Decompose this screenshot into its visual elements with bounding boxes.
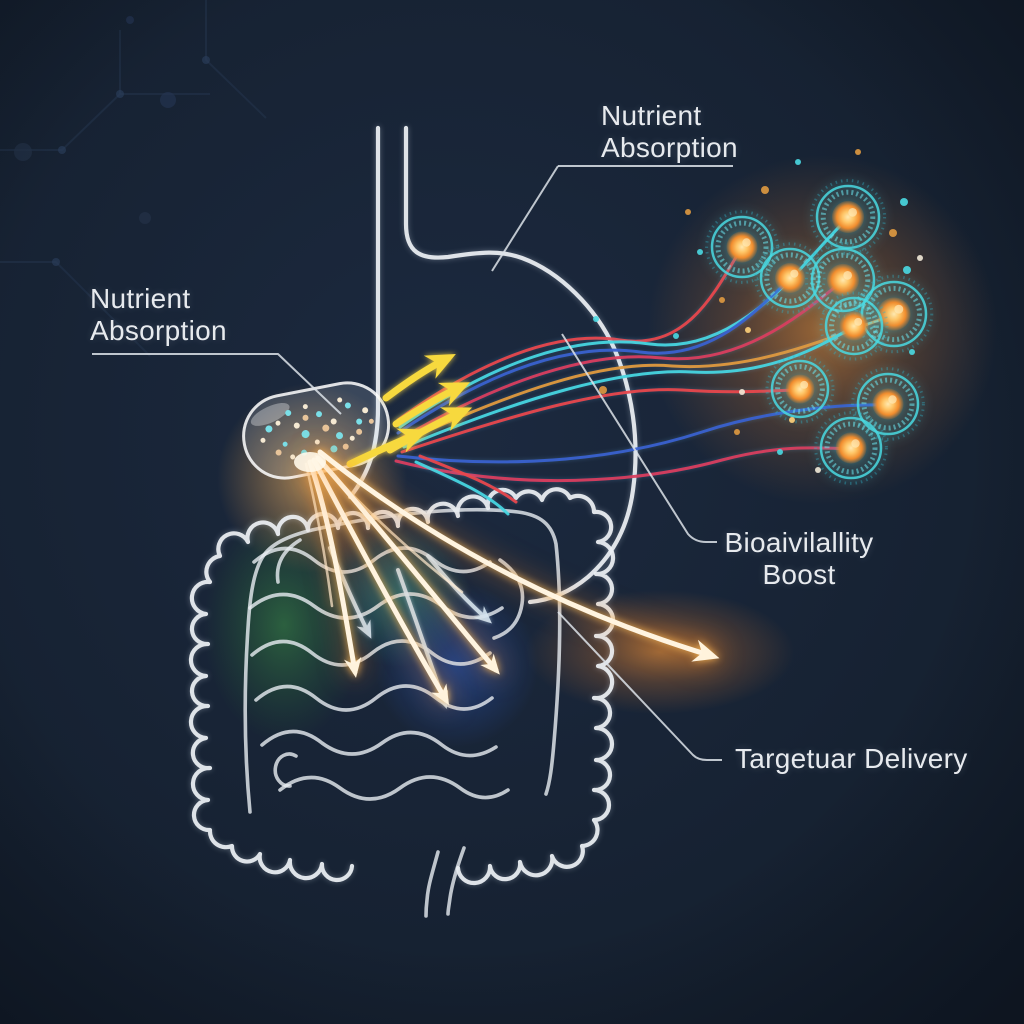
label-line: Absorption [601, 132, 738, 163]
label-line: Nutrient [90, 283, 191, 314]
label-nutrient-absorption-top: Nutrient Absorption [601, 100, 738, 164]
label-line: Boost [762, 559, 836, 590]
label-targeted-delivery: Targetuar Delivery [735, 743, 968, 775]
label-line: Nutrient [601, 100, 702, 131]
label-bioavailability-boost: Bioaivilallity Boost [710, 527, 888, 591]
label-line: Bioaivilallity [724, 527, 874, 558]
label-nutrient-absorption-left: Nutrient Absorption [90, 283, 227, 347]
label-line: Targetuar Delivery [735, 743, 968, 774]
label-line: Absorption [90, 315, 227, 346]
